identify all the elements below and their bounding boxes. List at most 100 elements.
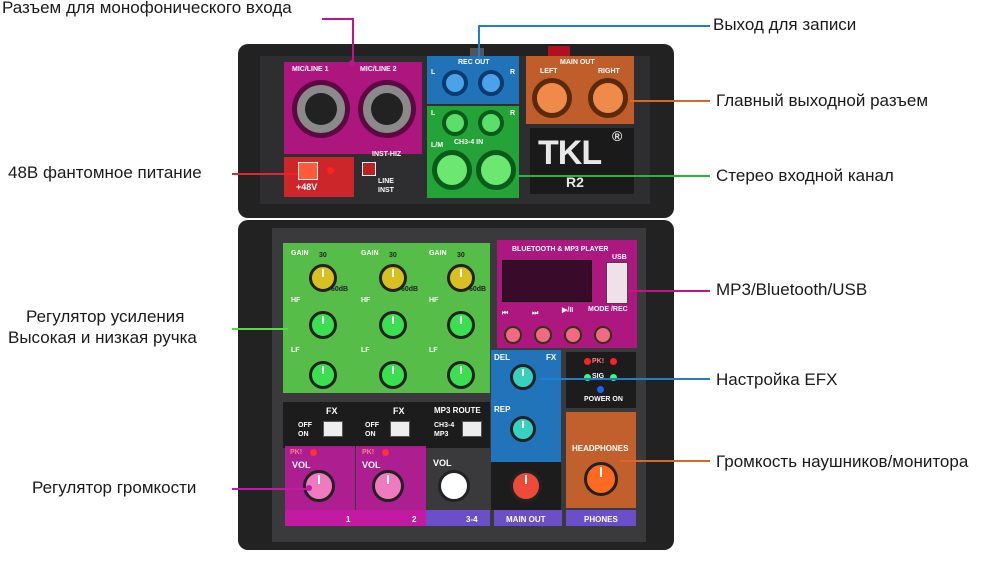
gain-callout: Регулятор усиления xyxy=(26,307,185,326)
usb-port[interactable] xyxy=(606,262,628,304)
hf-label-1: HF xyxy=(291,297,301,304)
logo-box xyxy=(530,128,634,194)
mp3-route-button[interactable] xyxy=(462,421,482,437)
sig-left-led xyxy=(584,374,591,381)
mainout-footer xyxy=(494,510,562,526)
top-connector-red xyxy=(548,46,570,56)
mono-line-h xyxy=(322,18,352,20)
registered-mark: ® xyxy=(612,128,623,144)
main-out-right-jack[interactable] xyxy=(588,78,628,118)
vol-2-knob[interactable] xyxy=(372,470,404,502)
pk-left-led xyxy=(584,358,591,365)
ch34-l: L xyxy=(431,110,436,117)
mode-rec-button[interactable] xyxy=(594,326,612,344)
lm-label: L/M xyxy=(431,142,444,149)
ch34-rca-right[interactable] xyxy=(478,110,504,136)
gain-knob-2[interactable] xyxy=(379,264,407,292)
phantom-zone xyxy=(284,157,354,197)
ch34-rca-left[interactable] xyxy=(442,110,468,136)
rec-out-l: L xyxy=(431,69,436,76)
hf-knob-3[interactable] xyxy=(447,311,475,339)
hi-lo-callout: Высокая и низкая ручка xyxy=(8,328,197,347)
stereo-line xyxy=(518,175,710,177)
gain-knob-3[interactable] xyxy=(447,264,475,292)
main-out-knob[interactable] xyxy=(510,470,542,502)
top-connector xyxy=(470,48,484,56)
phantom-callout: 48В фантомное питание xyxy=(8,163,202,182)
ch34-jack-right[interactable] xyxy=(476,150,516,190)
rep-knob[interactable] xyxy=(510,416,536,442)
hf-knob-2[interactable] xyxy=(379,311,407,339)
headphones-label: HEADPHONES xyxy=(572,444,629,453)
rec-line-h xyxy=(478,25,710,27)
vol-34-label: VOL xyxy=(433,458,452,468)
gain-label-2: GAIN xyxy=(361,250,379,257)
fx-1-label: FX xyxy=(326,406,338,416)
main-out-line xyxy=(630,100,710,102)
gain-30-2: 30 xyxy=(389,252,397,259)
gain-knob-1[interactable] xyxy=(309,264,337,292)
fx-efx-label: FX xyxy=(546,353,557,362)
del-knob[interactable] xyxy=(510,364,536,390)
ch34-jack-left[interactable] xyxy=(432,150,472,190)
gain-60db-3: 60dB xyxy=(469,286,487,293)
route-ch34: CH3-4 xyxy=(434,422,455,429)
gain-60db-2: 60dB xyxy=(401,286,419,293)
fx-strip xyxy=(283,402,490,448)
mono-input-callout: Разъем для монофонического входа xyxy=(2,0,292,17)
bt-player-label: BLUETOOTH & MP3 PLAYER xyxy=(512,246,609,253)
brand-logo: TKL xyxy=(538,134,602,172)
ch2-label: 2 xyxy=(412,515,417,524)
model-label: R2 xyxy=(566,174,584,190)
headphones-knob[interactable] xyxy=(584,462,618,496)
phantom-button-label: +48V xyxy=(296,182,318,192)
main-out-right-label: RIGHT xyxy=(598,68,620,75)
hf-knob-1[interactable] xyxy=(309,311,337,339)
next-button[interactable] xyxy=(534,326,552,344)
mic-line-2-jack[interactable] xyxy=(358,80,416,138)
main-out-callout: Главный выходной разъем xyxy=(716,91,929,110)
ch12-footer xyxy=(285,510,426,526)
gain-line xyxy=(232,328,288,330)
phantom-button[interactable] xyxy=(298,162,318,180)
lf-label-1: LF xyxy=(291,347,300,354)
fx-1-button[interactable] xyxy=(323,421,343,437)
fx-2-button[interactable] xyxy=(390,421,410,437)
route-mp3: MP3 xyxy=(434,431,449,438)
efx-callout: Настройка EFX xyxy=(716,370,838,389)
fx-2-on: ON xyxy=(365,431,376,438)
phantom-line xyxy=(232,173,298,175)
gain-30-3: 30 xyxy=(457,252,465,259)
main-out-left-jack[interactable] xyxy=(532,78,572,118)
pk-main-label: PK! xyxy=(592,358,605,365)
rec-out-right-jack[interactable] xyxy=(478,70,504,96)
play-button[interactable] xyxy=(564,326,582,344)
mp3-route-label: MP3 ROUTE xyxy=(434,406,481,415)
rec-out-callout: Выход для записи xyxy=(713,15,857,34)
efx-line xyxy=(540,378,710,380)
line-inst-switch[interactable] xyxy=(362,162,376,176)
lf-knob-3[interactable] xyxy=(447,361,475,389)
mic-line-1-label: MIC/LINE 1 xyxy=(292,66,329,73)
stereo-in-callout: Стерео входной канал xyxy=(716,166,894,185)
vol-34-knob[interactable] xyxy=(438,470,470,502)
play-label: ▶/II xyxy=(562,307,574,314)
main-out-label: MAIN OUT xyxy=(560,59,595,66)
mainout-footer-label: MAIN OUT xyxy=(506,515,546,524)
vol-1-knob[interactable] xyxy=(303,470,335,502)
next-label: ⏭ xyxy=(532,310,539,317)
rep-label: REP xyxy=(494,405,511,414)
mp3-callout: MP3/Bluetooth/USB xyxy=(716,280,868,299)
lf-knob-2[interactable] xyxy=(379,361,407,389)
volume-line xyxy=(232,488,308,490)
mic-line-2-jack-inner xyxy=(371,93,403,125)
lf-knob-1[interactable] xyxy=(309,361,337,389)
phones-footer xyxy=(566,510,636,526)
mono-dot xyxy=(349,60,355,66)
rec-out-left-jack[interactable] xyxy=(442,70,468,96)
rec-out-r: R xyxy=(510,69,516,76)
fx-1-on: ON xyxy=(298,431,309,438)
prev-button[interactable] xyxy=(504,326,522,344)
sig-right-led xyxy=(610,374,617,381)
gain-60db-1: 60dB xyxy=(331,286,349,293)
